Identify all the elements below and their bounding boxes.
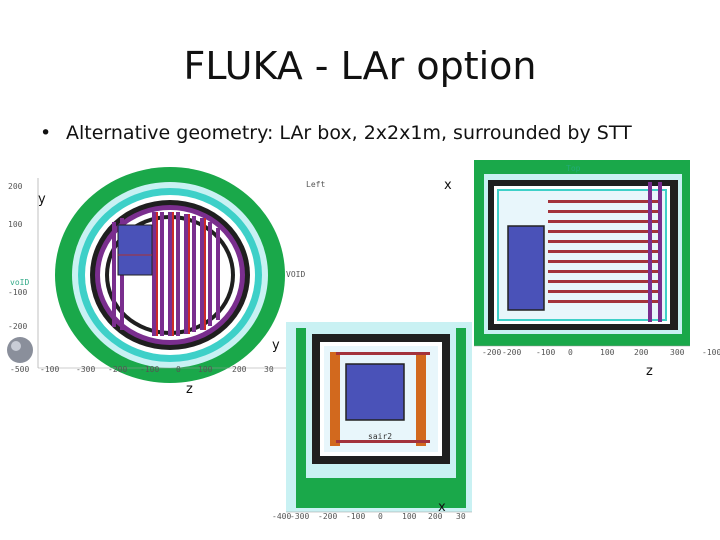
bottom-detector-drawing bbox=[286, 322, 472, 513]
right-tick-h: -100 bbox=[536, 348, 556, 357]
left-tick-h: -300 bbox=[76, 365, 96, 374]
right-detector-drawing bbox=[474, 160, 690, 347]
bottom-axis-x-label: x bbox=[438, 500, 446, 515]
right-tick-h: 100 bbox=[600, 348, 615, 357]
right-axis-z-label: z bbox=[646, 364, 653, 379]
bottom-inner-label: sair2 bbox=[368, 432, 393, 441]
right-tick-h: -100 bbox=[702, 348, 720, 357]
left-tick-h: 200 bbox=[232, 365, 247, 374]
left-tick-h: -100 bbox=[40, 365, 60, 374]
bullet-item: • Alternative geometry: LAr box, 2x2x1m, … bbox=[40, 122, 710, 144]
bottom-tick-h: 30 bbox=[456, 512, 466, 521]
right-tick-h: 300 bbox=[670, 348, 685, 357]
left-tick-v: -200 bbox=[8, 322, 28, 331]
right-detector-view: Top -200 -200 -100 0 100 200 300 -100 bbox=[462, 160, 720, 360]
bottom-tick-h: -100 bbox=[346, 512, 366, 521]
left-tick-h: -500 bbox=[10, 365, 30, 374]
right-tick-h: 0 bbox=[568, 348, 573, 357]
right-tick-h: -200 bbox=[482, 348, 502, 357]
left-tick-h: -100 bbox=[140, 365, 160, 374]
left-axis-y-label: y bbox=[38, 192, 46, 207]
left-tick-v: 100 bbox=[8, 220, 23, 229]
right-axis-x-label: x bbox=[444, 178, 452, 193]
right-top-label: Top bbox=[566, 164, 581, 173]
bottom-tick-h: -200 bbox=[318, 512, 338, 521]
right-tick-h: 200 bbox=[634, 348, 649, 357]
bottom-axis-y-label: y bbox=[272, 338, 280, 353]
bottom-tick-h: -300 bbox=[290, 512, 310, 521]
bottom-tick-h: 0 bbox=[378, 512, 383, 521]
left-tick-h: 100 bbox=[198, 365, 213, 374]
bottom-tick-h: 200 bbox=[428, 512, 443, 521]
left-side-label: VOID bbox=[286, 270, 306, 279]
left-detector-drawing bbox=[7, 167, 308, 383]
left-tick-v: 200 bbox=[8, 182, 23, 191]
left-detector-view: Left voID VOID 200 100 -100 -200 -500 -1… bbox=[0, 160, 340, 400]
bottom-detector-view: sair2 -400 -300 -200 -100 0 100 200 30 bbox=[272, 322, 476, 522]
slide-title: FLUKA - LAr option bbox=[183, 44, 537, 88]
left-tick-v: -100 bbox=[8, 288, 28, 297]
left-corner-label: Left bbox=[306, 180, 326, 189]
left-tick-h: 0 bbox=[176, 365, 181, 374]
bottom-tick-h: -400 bbox=[272, 512, 292, 521]
bullet-text: Alternative geometry: LAr box, 2x2x1m, s… bbox=[66, 122, 632, 144]
left-axis-z-label: z bbox=[186, 382, 193, 397]
left-tick-h: 30 bbox=[264, 365, 274, 374]
bullet-dot-icon: • bbox=[40, 122, 52, 144]
bottom-tick-h: 100 bbox=[402, 512, 417, 521]
right-tick-h: -200 bbox=[502, 348, 522, 357]
left-tick-h: -200 bbox=[108, 365, 128, 374]
left-inner-label: voID bbox=[10, 278, 30, 287]
